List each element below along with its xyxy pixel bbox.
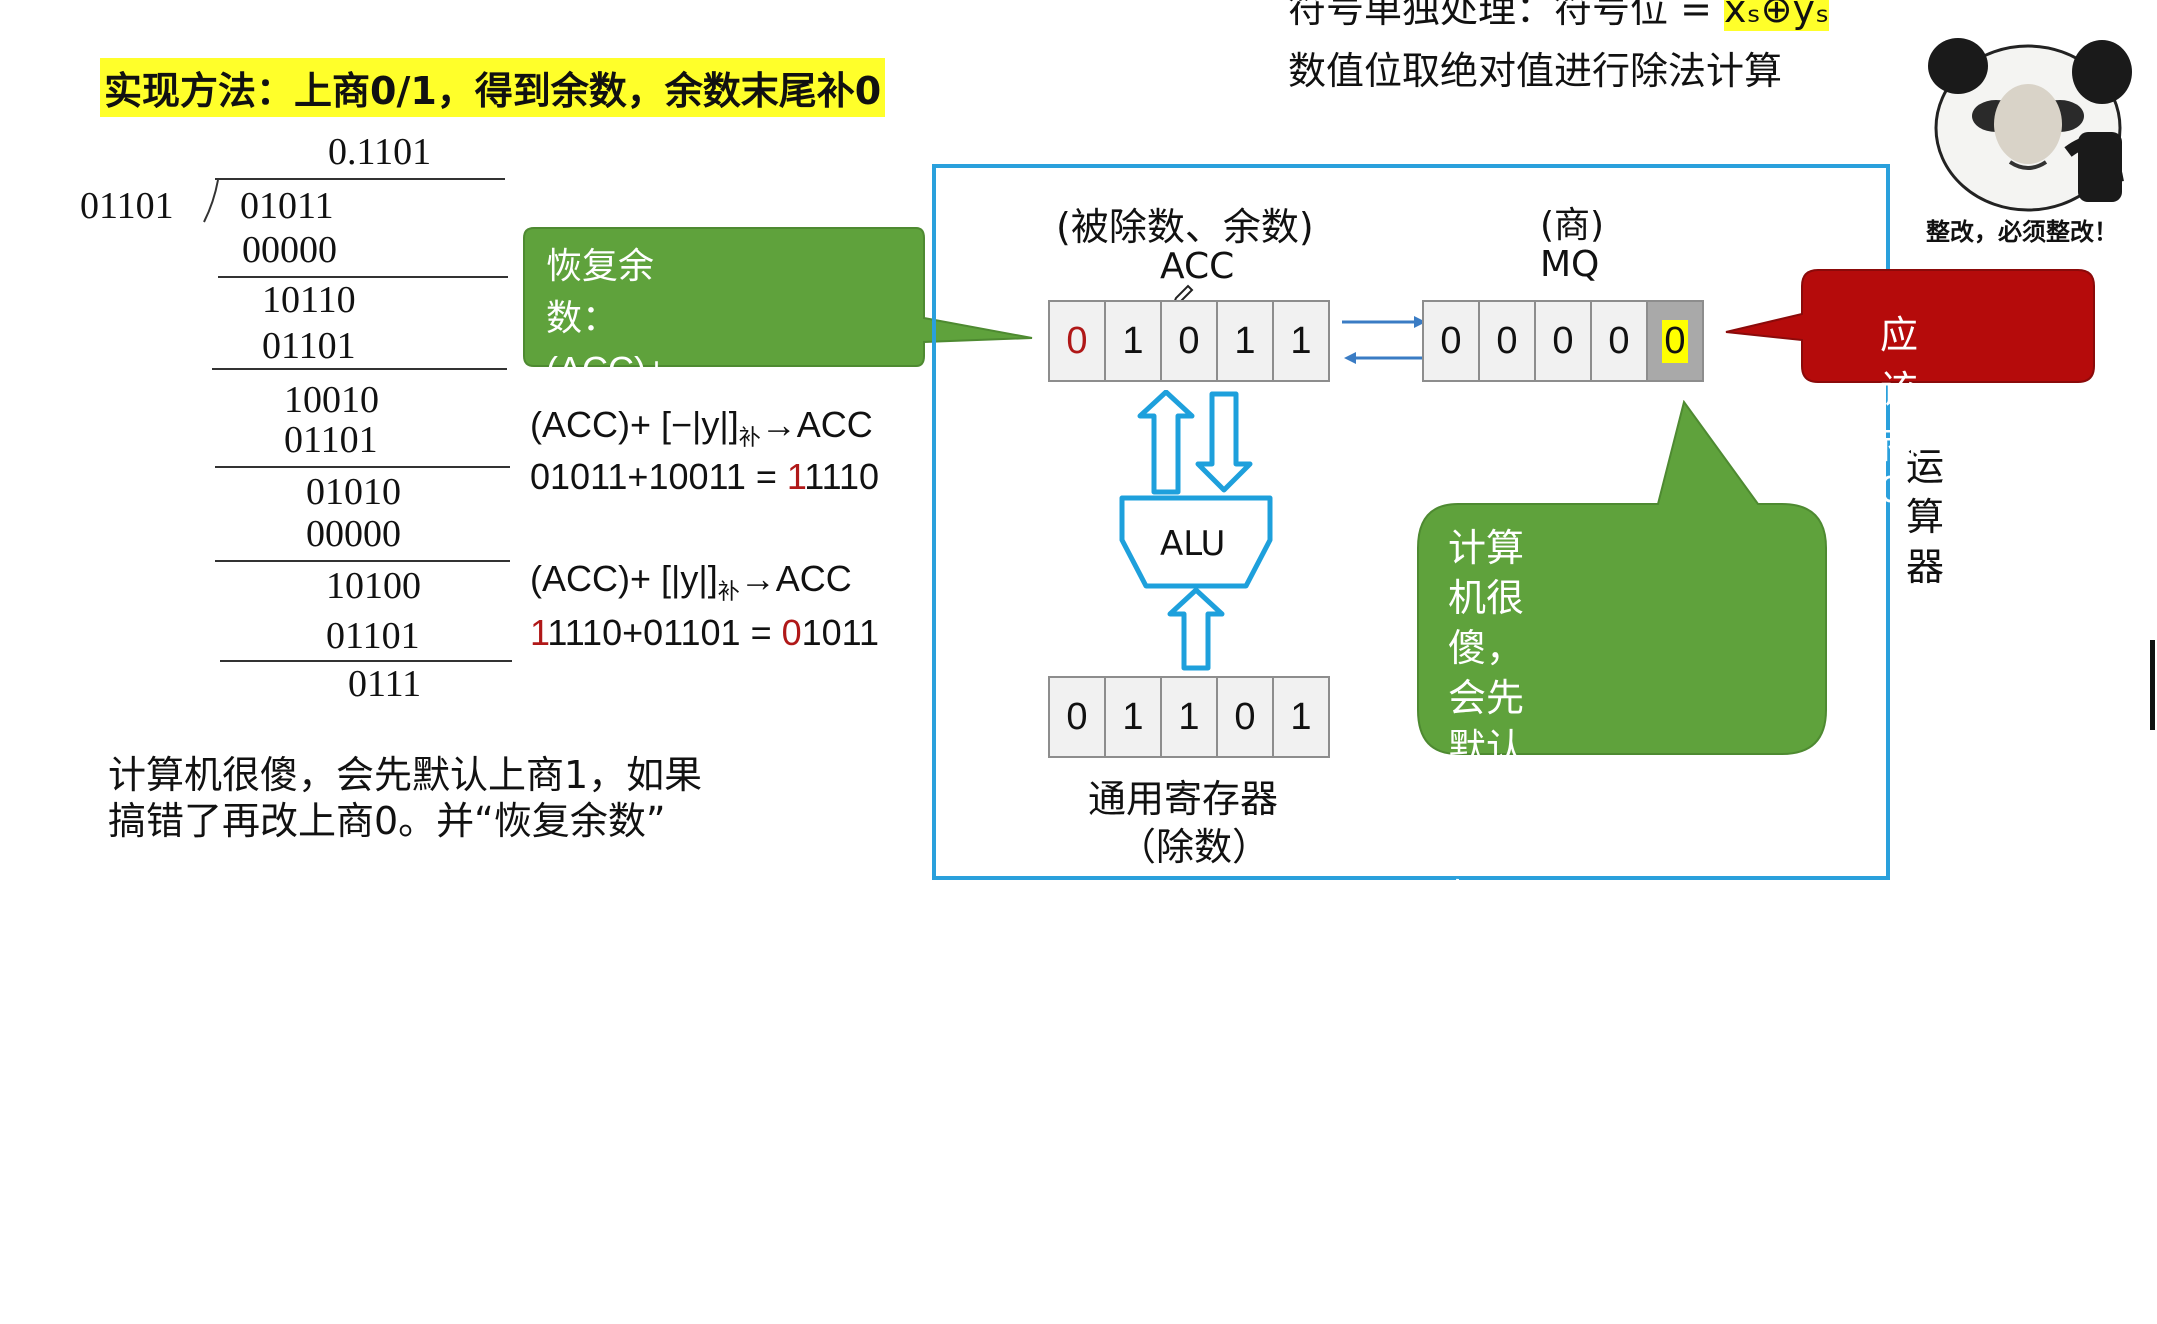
cut-off-top-text: [205, 0, 1055, 4]
arithmetic-unit-label: 运 算 器: [1906, 445, 1945, 589]
panda-caption: 整改，必须整改！: [1926, 218, 2118, 246]
division-quotient: 0.1101: [328, 131, 432, 173]
arithmetic-unit-frame: [932, 164, 1890, 880]
restore-callout-text: 恢复余数： (ACC)+(除数)→ACC: [546, 245, 706, 494]
division-row: 01101: [262, 325, 356, 367]
division-bracket: [203, 179, 219, 223]
panda-face-image: [1928, 38, 2132, 212]
op1-sub: 补: [738, 425, 761, 451]
op2-calc-red1: 1: [530, 612, 548, 653]
mq-bit: 0: [1422, 300, 1480, 382]
division-line: [215, 466, 510, 468]
mq-bit: 0: [1534, 300, 1592, 382]
abs-note: 数值位取绝对值进行除法计算: [1288, 49, 1783, 93]
gpr-bit: 1: [1104, 676, 1162, 758]
alu-block: [1119, 390, 1273, 671]
bottom-left-note-line1: 计算机很傻，会先默认上商1，如果: [108, 753, 703, 797]
computer-note-text: 计算机很傻，会先 默认上商1，如果 搞错了再改上商0。 并“恢复余数”: [1448, 528, 1537, 1320]
division-line: [215, 560, 510, 562]
division-row: 00000: [306, 513, 401, 555]
division-row: 01011: [240, 185, 334, 227]
op1-suffix: →ACC: [760, 404, 873, 445]
division-row: 10100: [326, 565, 421, 607]
acc-bit: 0: [1048, 300, 1106, 382]
mq-bit: 0: [1590, 300, 1648, 382]
sign-note-text: 符号单独处理：符号位 =: [1288, 0, 1724, 31]
division-bar: [215, 178, 505, 180]
alu-label: ALU: [1160, 524, 1226, 564]
mq-last-bit: 0: [1646, 300, 1704, 382]
bottom-left-note: 计算机很傻，会先默认上商1，如果 搞错了再改上商0。并“恢复余数”: [108, 752, 702, 844]
mq-bit: 0: [1478, 300, 1536, 382]
acc-top-label: (被除数、余数): [1056, 205, 1314, 249]
op1-prefix: (ACC)+ [−|y|]: [530, 404, 739, 445]
op2-prefix: (ACC)+ [|y|]: [530, 558, 718, 599]
acc-bit: 1: [1104, 300, 1162, 382]
quotient-zero-callout-text: 应该商0: [1880, 315, 1919, 511]
division-row: 01101: [326, 615, 420, 657]
gpr-bit: 1: [1272, 676, 1330, 758]
sign-note: 符号单独处理：符号位 = xₛ⊕yₛ: [1288, 0, 1830, 33]
division-row: 00000: [242, 229, 337, 271]
op2-calc: 11110+01101 = 01011: [530, 612, 879, 654]
op2-calc-mid: 1110+01101 =: [547, 612, 782, 653]
division-row: 01010: [306, 471, 401, 513]
division-row: 10010: [284, 379, 379, 421]
op1-calc-red: 1: [786, 456, 805, 497]
division-row: 0111: [348, 663, 422, 705]
acc-bit: 1: [1216, 300, 1274, 382]
shift-arrows: [1342, 316, 1428, 364]
division-row: 01101: [284, 419, 378, 461]
op2-sub: 补: [717, 579, 740, 605]
sign-formula: xₛ⊕yₛ: [1724, 0, 1830, 31]
panda-meme: 整改，必须整改！: [1918, 32, 2138, 252]
mq-last-bit-value: 0: [1662, 319, 1688, 363]
acc-register: 0 1 0 1 1: [1048, 300, 1330, 382]
op2-calc-rest: 1011: [801, 612, 880, 653]
method-label: 实现方法：上商0/1，得到余数，余数末尾补0: [100, 58, 886, 117]
op2-suffix: →ACC: [739, 558, 852, 599]
op1-calc: 01011+10011 = 11110: [530, 456, 879, 498]
general-register: 0 1 1 0 1: [1048, 676, 1330, 758]
bottom-left-note-line2: 搞错了再改上商0。并“恢复余数”: [108, 799, 666, 843]
division-divisor: 01101: [80, 185, 174, 227]
division-line: [212, 368, 507, 370]
right-edge-mark: [2150, 640, 2155, 730]
op2-line: (ACC)+ [|y|]补→ACC: [530, 558, 852, 606]
gpr-bit: 0: [1048, 676, 1106, 758]
op2-calc-red2: 0: [781, 612, 802, 653]
division-line: [220, 660, 512, 662]
gpr-sub-label: （除数）: [1118, 825, 1271, 869]
mq-top-label: (商): [1540, 205, 1605, 246]
division-line: [218, 276, 508, 278]
op1-calc-prefix: 01011+10011 =: [530, 456, 787, 497]
gpr-label: 通用寄存器: [1088, 777, 1279, 821]
mq-label: MQ: [1540, 244, 1600, 285]
op1-line: (ACC)+ [−|y|]补→ACC: [530, 404, 873, 452]
mq-register: 0 0 0 0 0: [1422, 300, 1704, 382]
op1-calc-rest: 1110: [804, 456, 880, 497]
gpr-bit: 0: [1216, 676, 1274, 758]
division-row: 10110: [262, 279, 356, 321]
acc-bit: 0: [1160, 300, 1218, 382]
acc-bit: 1: [1272, 300, 1330, 382]
acc-label: ACC: [1160, 246, 1235, 287]
gpr-bit: 1: [1160, 676, 1218, 758]
